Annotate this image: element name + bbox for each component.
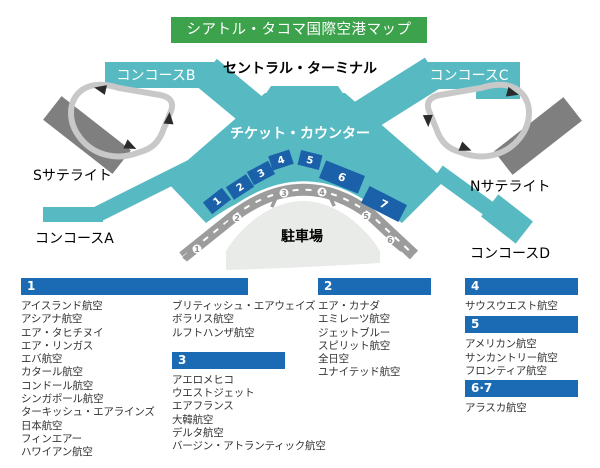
airline-item: ターキッシュ・エアラインズ [21, 406, 155, 419]
bridge-number: 4 [319, 188, 325, 197]
counter-number: 4 [276, 155, 286, 168]
spacer [172, 278, 318, 300]
skybridge-numbers: 1 2 3 4 5 6 [192, 187, 395, 254]
airline-item: ルフトハンザ航空 [172, 326, 255, 339]
section-number: 4 [471, 279, 480, 293]
airline-item: フロンティア航空 [465, 364, 547, 377]
airline-item: ジェットブルー [318, 326, 391, 339]
section-number: 5 [471, 317, 480, 332]
ticket-counter-boxes: 1 2 3 4 5 6 7 [202, 149, 408, 222]
airline-item: エバ航空 [21, 353, 63, 366]
section-6-7-header: 6·7 [465, 380, 578, 398]
section-number: 3 [178, 352, 187, 367]
counter-number: 5 [305, 155, 314, 167]
counter-number: 2 [235, 181, 247, 194]
central-terminal-label: セントラル・ターミナル [223, 61, 377, 77]
section-2-header: 2 [318, 278, 431, 295]
airline-item: ハワイアン航空 [21, 446, 93, 459]
airline-item: 大韓航空 [172, 413, 214, 426]
section-4-list: サウスウエスト航空 [465, 300, 600, 313]
bridge-number: 1 [194, 245, 200, 254]
section-1-list-col1: アイスランド航空アシアナ航空エア・タヒチヌイエア・リンガスエバ航空カタール航空コ… [21, 300, 171, 460]
airline-item: アイスランド航空 [21, 300, 103, 312]
parking-label: 駐車場 [281, 228, 323, 245]
airline-item: エミレーツ航空 [318, 313, 390, 326]
airline-item: エアフランス [172, 400, 234, 413]
airline-item: ブリティッシュ・エアウェイズ [172, 300, 316, 312]
page-title: シアトル・タコマ国際空港マップ [171, 17, 427, 43]
bridge-number: 3 [281, 189, 287, 198]
s-satellite-label: Sサテライト [33, 168, 112, 184]
s-loop-road [68, 81, 176, 160]
section-3-header: 3 [172, 351, 285, 369]
legend-column-4: 4 サウスウエスト航空 5 アメリカン航空サンカントリー航空フロンティア航空 6… [465, 278, 600, 415]
airline-item: ウエストジェット [172, 387, 255, 400]
section-6-7-list: アラスカ航空 [465, 402, 600, 415]
airline-item: アメリカン航空 [465, 338, 537, 351]
airline-item: アエロメヒコ [172, 373, 234, 386]
legend-column-1: 1 アイスランド航空アシアナ航空エア・タヒチヌイエア・リンガスエバ航空カタール航… [21, 278, 248, 460]
legend-column-3: 2 エア・カナダエミレーツ航空ジェットブルースピリット航空全日空ユナイテッド航空 [318, 278, 464, 380]
concourse-a-arm [43, 207, 103, 222]
airline-item: アラスカ航空 [465, 402, 527, 415]
airline-item: バージン・アトランティック航空 [172, 440, 326, 453]
section-4-header: 4 [465, 278, 578, 295]
airline-item: フィンエアー [21, 432, 82, 445]
airline-item: スピリット航空 [318, 339, 391, 352]
bridge-number: 6 [387, 236, 393, 245]
s-satellite-building [43, 96, 131, 174]
arrow-icon [163, 112, 174, 125]
airline-item: エア・タヒチヌイ [21, 326, 104, 339]
airline-item: サンカントリー航空 [465, 351, 558, 364]
arrow-icon [458, 141, 472, 151]
airline-item: エア・リンガス [21, 339, 94, 352]
bridge-number: 5 [363, 212, 369, 221]
section-2-list: エア・カナダエミレーツ航空ジェットブルースピリット航空全日空ユナイテッド航空 [318, 300, 464, 380]
airline-item: ユナイテッド航空 [318, 366, 401, 379]
airline-item: 全日空 [318, 353, 349, 366]
airline-item: 日本航空 [21, 419, 63, 432]
concourse-d-foot [481, 194, 533, 244]
airline-item: ボラリス航空 [172, 313, 234, 326]
airline-item: デルタ航空 [172, 427, 224, 440]
loop-arrows [94, 85, 519, 151]
n-satellite-building [494, 97, 582, 175]
section-5-list: アメリカン航空サンカントリー航空フロンティア航空 [465, 338, 600, 378]
bridge-number: 2 [234, 214, 240, 223]
section-3-list: アエロメヒコウエストジェットエアフランス大韓航空デルタ航空バージン・アトランティ… [172, 373, 326, 454]
airline-item: エア・カナダ [318, 300, 380, 312]
concourse-b-label: コンコースB [117, 68, 196, 84]
road-center-dashes [182, 188, 415, 258]
ticket-counter-label: チケット・カウンター [230, 126, 370, 142]
concourse-d-label: コンコースD [470, 246, 550, 262]
concourse-a-label: コンコースA [35, 231, 114, 247]
section-number: 1 [27, 279, 36, 293]
concourse-c-label: コンコースC [429, 68, 508, 84]
parking-area [226, 201, 380, 270]
counter-number: 3 [256, 167, 267, 180]
section-5-header: 5 [465, 316, 578, 334]
section-number: 2 [324, 279, 333, 293]
terminal-map: 1 2 3 4 5 6 1 2 3 4 5 6 7 セントラル・ター [33, 57, 582, 270]
airline-item: コンドール航空 [21, 379, 94, 392]
arrow-icon [123, 139, 137, 149]
diagonal-a [94, 155, 204, 222]
airline-item: カタール航空 [21, 366, 83, 379]
airline-item: アシアナ航空 [21, 313, 83, 326]
arrow-icon [505, 86, 519, 97]
section-1-list-col2: ブリティッシュ・エアウェイズボラリス航空ルフトハンザ航空 [172, 300, 318, 340]
section-1-header: 1 [21, 278, 248, 295]
airline-item: サウスウエスト航空 [465, 300, 558, 312]
airline-item: シンガポール航空 [21, 393, 104, 406]
arrow-icon [422, 114, 433, 127]
arrow-icon [94, 85, 107, 95]
n-loop-road [424, 81, 532, 160]
legend-column-2: ブリティッシュ・エアウェイズボラリス航空ルフトハンザ航空 3 アエロメヒコウエス… [172, 278, 326, 454]
section-number: 6·7 [471, 381, 493, 396]
n-satellite-label: Nサテライト [470, 179, 550, 195]
